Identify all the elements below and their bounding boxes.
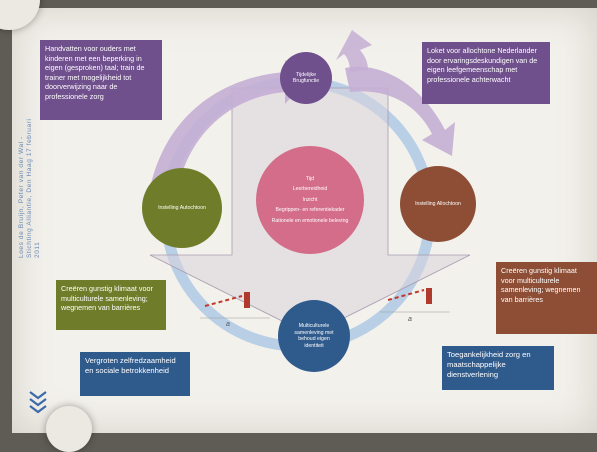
circle-right: Instelling Allochtoon — [400, 166, 476, 242]
box-bottom-right: Toegankelijkheid zorg en maatschappelijk… — [442, 346, 554, 390]
barrier-right — [380, 288, 450, 313]
box-bottom-left: Vergroten zelfredzaamheid en sociale bet… — [80, 352, 190, 396]
box-top-right: Loket voor allochtone Nederlander door e… — [422, 42, 550, 104]
circle-left: Instelling Autochtoon — [142, 168, 222, 248]
box-mid-left: Creëren gunstig klimaat voor multicultur… — [56, 280, 166, 330]
label-a-right: a — [408, 316, 412, 323]
barrier-left — [200, 292, 270, 319]
circle-center: Tijd Leerbereidheid Inzicht Begrippen- e… — [256, 146, 364, 254]
circle-bottom: Multiculturele samenleving met behoud ei… — [278, 300, 350, 372]
chevron-logo-icon — [29, 391, 47, 414]
center-line-1: Tijd — [305, 175, 315, 182]
label-a-left: a — [226, 321, 230, 328]
curved-arrow-right — [345, 66, 455, 156]
curved-arrow-right-tip — [336, 30, 372, 72]
center-line-4: Begrippen- en referentiekader — [275, 207, 345, 214]
center-line-5: Rationele en emotionele beleving — [271, 217, 349, 224]
box-mid-right: Creëren gunstig klimaat voor multicultur… — [496, 262, 597, 334]
center-line-3: Inzicht — [302, 196, 318, 203]
box-top-left: Handvatten voor ouders met kinderen met … — [40, 40, 162, 120]
lamp-bottom-left — [46, 406, 92, 452]
center-line-2: Leerbereidheid — [292, 186, 328, 193]
circle-top: Tijdelijke Brugfunctie — [280, 52, 332, 104]
curved-arrow-left — [150, 60, 305, 188]
credit-text: Loes de Bruijn, Peter van der Wal - Stic… — [18, 118, 41, 258]
